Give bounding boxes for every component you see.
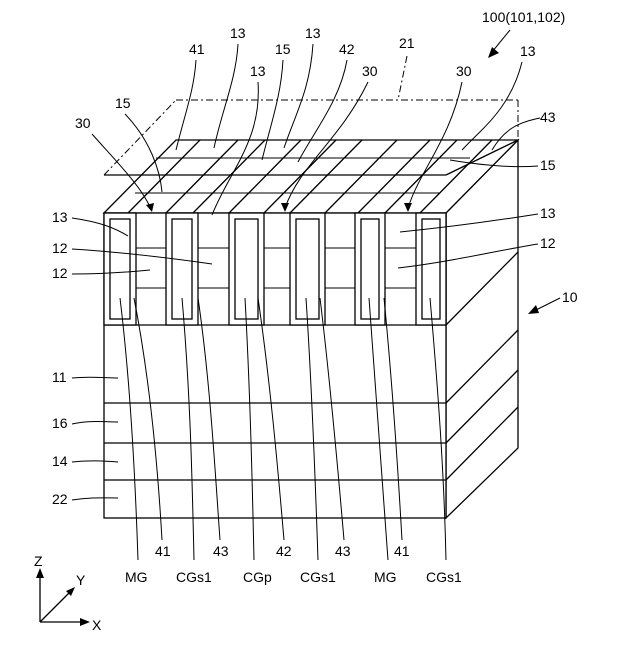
label-41-top: 41 [189,41,205,57]
label-30-left: 30 [75,115,91,131]
y-axis [40,592,70,622]
bottom-name-mg-b: MG [374,569,397,585]
label-14: 14 [52,453,68,469]
label-30-top-b: 30 [456,63,472,79]
bottom-label-41-a: 41 [155,543,171,559]
bottom-name-cgs1-b: CGs1 [300,569,336,585]
label-30-top-a: 30 [362,63,378,79]
axis-label-z: Z [34,553,43,569]
label-12-right: 12 [540,235,556,251]
bottom-name-cgp: CGp [243,569,272,585]
label-21: 21 [399,35,415,51]
label-13-top-b: 13 [250,63,266,79]
label-16: 16 [52,415,68,431]
label-13-right: 13 [540,205,556,221]
label-43-top: 43 [540,109,556,125]
bottom-name-labels: MG CGs1 CGp CGs1 MG CGs1 [125,569,462,585]
x-arrow-icon [80,618,90,626]
bottom-name-mg-a: MG [125,569,148,585]
label-15-right: 15 [540,157,556,173]
top-face [104,140,518,213]
coordinate-axes: Z Y X [34,553,102,633]
label-42-top: 42 [339,41,355,57]
label-22: 22 [52,491,68,507]
label-10: 10 [562,289,578,305]
bottom-label-41-b: 41 [394,543,410,559]
label-15-top: 15 [275,41,291,57]
bottom-label-43-b: 43 [335,543,351,559]
label-13-top-c: 13 [305,25,321,41]
axis-label-x: X [92,617,102,633]
axis-label-y: Y [76,572,86,588]
label-12-left-b: 12 [52,265,68,281]
label-15-left: 15 [115,95,131,111]
label-13-left: 13 [52,209,68,225]
label-13-top-right: 13 [520,43,536,59]
bottom-name-cgs1-a: CGs1 [176,569,212,585]
figure-ref-label: 100(101,102) [482,9,565,25]
bottom-label-42: 42 [276,543,292,559]
bottom-label-43-a: 43 [213,543,229,559]
bottom-name-cgs1-c: CGs1 [426,569,462,585]
front-face [104,213,446,518]
label-11: 11 [52,369,67,385]
z-arrow-icon [36,568,44,578]
label-12-left-a: 12 [52,240,68,256]
label-13-top-a: 13 [230,25,246,41]
